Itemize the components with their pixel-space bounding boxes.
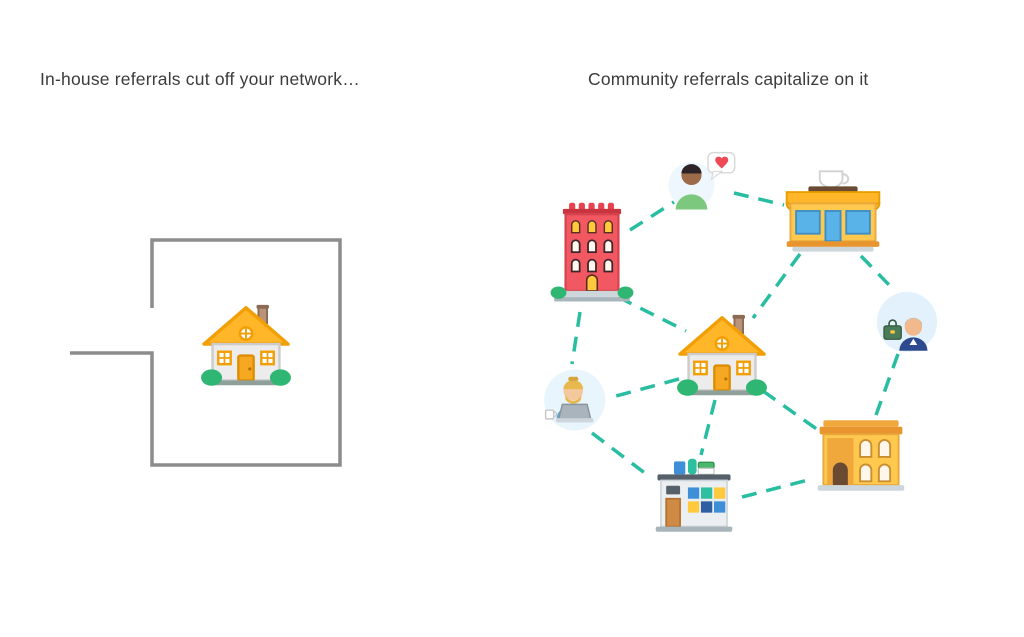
community-house-icon	[675, 313, 769, 398]
connection-businessman-yellow-building	[874, 353, 900, 416]
connection-apartment-freelancer	[570, 311, 582, 365]
connection-apartment-person-heart	[629, 200, 675, 232]
enclosure-wall	[70, 238, 342, 467]
connection-coffee-shop-businessman	[859, 254, 896, 292]
isolated-house-icon	[199, 303, 293, 388]
right-panel-title: Community referrals capitalize on it	[588, 69, 869, 89]
connection-community-house-goods-shop	[699, 399, 717, 456]
connection-community-house-yellow-building	[761, 389, 820, 432]
connection-lines	[570, 191, 900, 499]
person-heart-icon	[667, 151, 736, 211]
connection-person-heart-coffee-shop	[733, 191, 785, 207]
yellow-building-icon	[816, 419, 906, 492]
right-panel-nodes	[543, 151, 938, 533]
businessman-icon	[876, 291, 938, 353]
apartment-icon	[549, 201, 635, 303]
goods-shop-icon	[654, 457, 734, 533]
connection-coffee-shop-community-house	[751, 252, 802, 320]
connection-goods-shop-yellow-building	[741, 477, 813, 499]
connection-freelancer-goods-shop	[590, 431, 652, 479]
freelancer-icon	[543, 368, 607, 432]
connection-community-house-freelancer	[615, 377, 680, 398]
coffee-shop-icon	[785, 170, 881, 253]
left-panel-nodes	[199, 303, 293, 388]
left-panel-title: In-house referrals cut off your network…	[40, 69, 360, 89]
connection-apartment-community-house	[617, 295, 687, 333]
